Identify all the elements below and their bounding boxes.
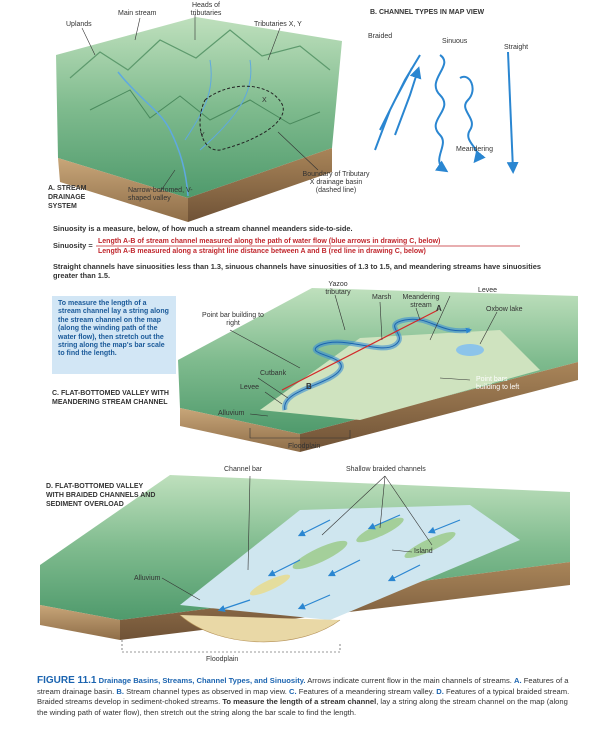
label-meandering-stream: Meandering stream [402,294,440,309]
point-b: B [306,382,312,391]
label-uplands: Uplands [66,21,92,28]
label-point-bar-right: Point bar building to right [202,312,264,327]
label-straight: Straight [504,44,529,51]
diagram-c-block [178,288,578,452]
diagram-a-block [56,17,342,222]
label-point-bars-left: Point bars building to left [476,376,520,391]
label-yazoo: Yazoo tributary [325,281,351,296]
label-x: X [262,97,267,104]
title-diagram-d: D. FLAT-BOTTOMED VALLEY WITH BRAIDED CHA… [46,483,156,508]
label-alluvium-c: Alluvium [218,410,245,417]
caption-b: B. [116,686,124,696]
label-floodplain-c: Floodplain [288,443,321,450]
label-cutbank: Cutbank [260,370,287,377]
label-meandering: Meandering [456,146,493,153]
caption-b-text: Stream channel types as observed in map … [126,686,287,696]
diagram-c-leaders [229,294,498,417]
floodplain-bracket-c [249,428,351,439]
title-diagram-c: C. FLAT-BOTTOMED VALLEY WITH MEANDERING … [52,390,169,406]
label-main-stream: Main stream [118,10,157,17]
point-a: A [436,304,442,313]
title-diagram-a: A. STREAM DRAINAGE SYSTEM [48,185,87,210]
caption-a: A. [514,676,522,685]
label-marsh: Marsh [372,294,392,301]
label-braided: Braided [368,33,393,40]
caption-body1: Arrows indicate current flow in the main… [307,676,512,685]
label-shallow-braided: Shallow braided channels [346,466,426,473]
caption-tail: , lay a string along the stream channel … [37,697,568,717]
label-island: Island [414,548,433,555]
label-floodplain-d: Floodplain [206,656,239,663]
label-alluvium-d: Alluvium [134,575,161,582]
label-tributaries: Tributaries X, Y [254,21,302,28]
caption-d-text: Features of a typical braided stream. Br… [37,686,570,707]
sinuosity-intro: Sinuosity is a measure, below, of how mu… [53,224,353,233]
measure-callout: To measure the length of a stream channe… [52,296,176,374]
caption-bold-to: To measure the length of a stream channe… [222,697,377,707]
caption-c-text: Features of a meandering stream valley. [298,686,435,696]
caption-a-text: Features of a stream drainage basin. [37,676,569,696]
sinuosity-denominator: Length A-B measured along a straight lin… [98,248,426,255]
sinuosity-numerator: Length A-B of stream channel measured al… [98,238,441,245]
sinuosity-ranges: Straight channels have sinuosities less … [53,262,541,280]
label-oxbow: Oxbow lake [486,306,523,313]
sinuosity-lhs: Sinuosity = [53,241,93,250]
label-levee-left: Levee [240,384,260,391]
caption-title: Drainage Basins, Streams, Channel Types,… [98,676,306,685]
label-boundary: Boundary of Tributary X drainage basin (… [302,171,370,194]
caption-figure-number: FIGURE 11.1 [37,675,97,686]
label-valley: Narrow-bottomed, V-shaped valley [128,187,193,202]
label-sinuous: Sinuous [442,38,468,45]
label-channel-bar: Channel bar [224,466,263,473]
figure-caption: FIGURE 11.1 Drainage Basins, Streams, Ch… [37,675,577,718]
floodplain-bracket-d [121,640,341,653]
diagram-b-channels [374,51,519,174]
label-y: Y [200,132,205,139]
label-heads-of-tributaries: Heads of tributaries [190,2,222,17]
caption-c: C. [289,686,297,696]
caption-d: D. [436,686,444,696]
label-levee-right: Levee [478,287,498,294]
title-diagram-b: B. CHANNEL TYPES IN MAP VIEW [370,9,485,16]
diagram-d-leaders [161,475,433,601]
diagram-a-leaders [81,14,319,193]
